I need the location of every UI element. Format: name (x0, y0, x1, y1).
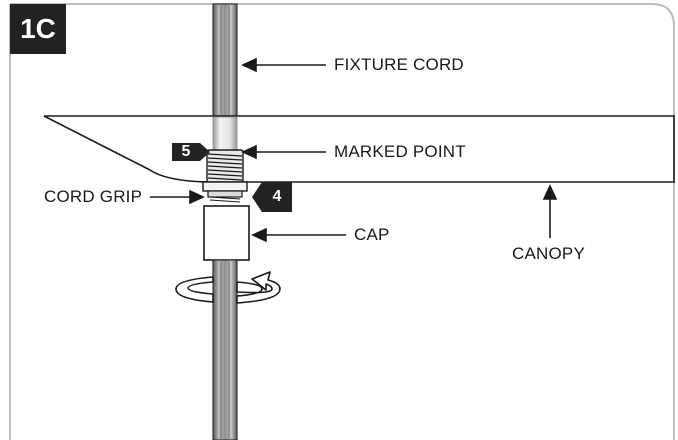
callout-marked-point: MARKED POINT (334, 142, 466, 161)
rotate-arrow-icon (175, 271, 281, 304)
figure-frame (9, 3, 675, 440)
callout-cord-grip: CORD GRIP (44, 187, 143, 206)
callout-cap: CAP (354, 225, 390, 244)
leader-canopy (542, 184, 558, 238)
callout-fixture-cord: FIXTURE CORD (334, 55, 464, 74)
fixture-cord-marked (212, 116, 238, 152)
cap-shape (203, 205, 250, 261)
step-badge (10, 4, 66, 54)
marker-4-number: 4 (272, 188, 282, 205)
step-label: 1C (20, 13, 56, 44)
marker-5-number: 5 (181, 143, 191, 160)
leader-cap (251, 227, 346, 243)
fixture-cord-upper (212, 3, 238, 117)
leader-marked-point (241, 144, 326, 160)
cord-grip-nut (202, 181, 248, 192)
canopy-shape (43, 115, 675, 183)
leader-cord-grip (150, 189, 205, 205)
fixture-cord-lower (212, 259, 238, 440)
callout-canopy: CANOPY (512, 244, 585, 263)
marker-4-badge (252, 182, 292, 212)
marker-5-badge (172, 143, 210, 161)
leader-fixture-cord (241, 57, 326, 73)
cord-grip-thread (206, 149, 244, 183)
